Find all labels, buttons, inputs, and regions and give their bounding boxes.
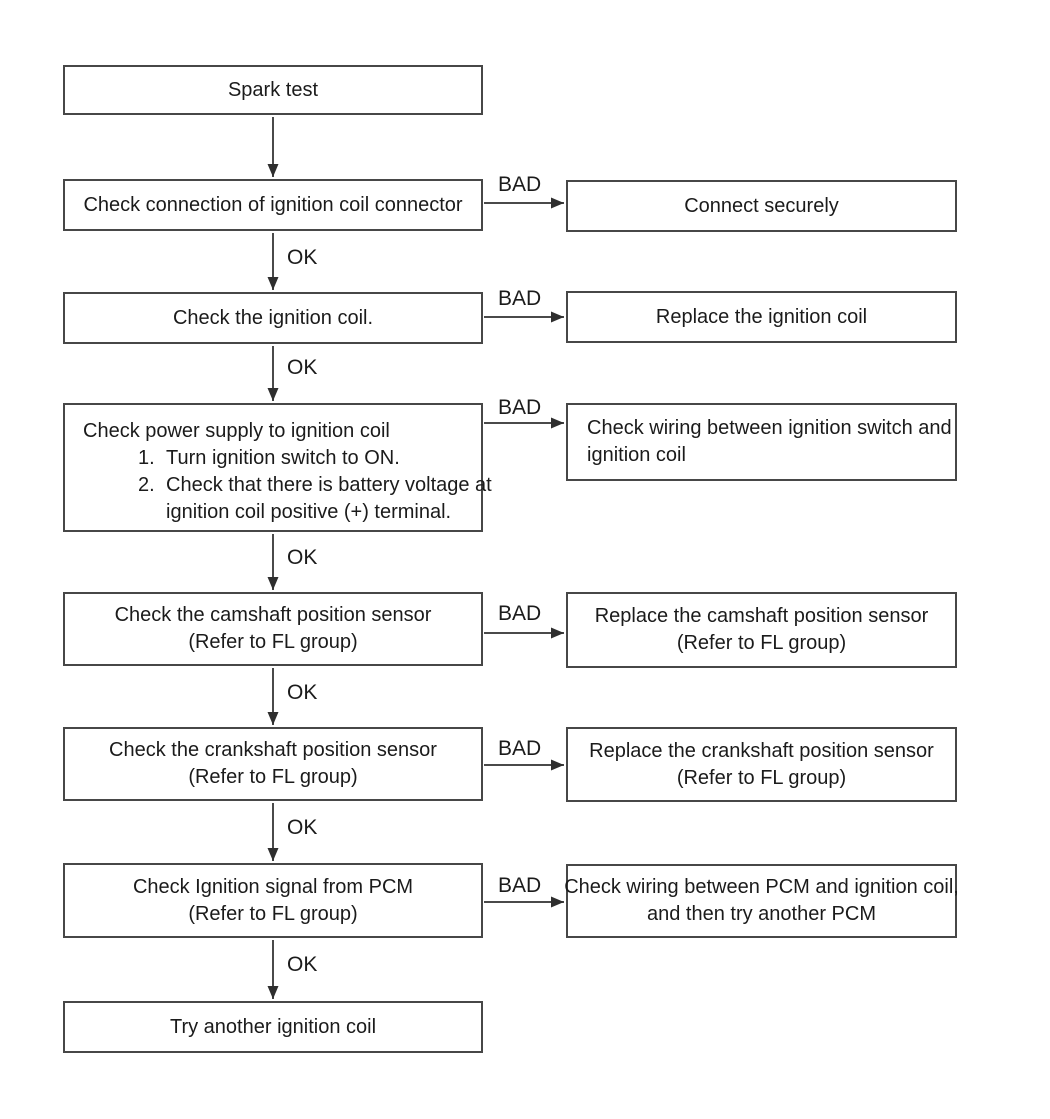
node-check-power-supply-heading: Check power supply to ignition coil bbox=[83, 420, 390, 442]
node-connect-securely-label: Connect securely bbox=[684, 194, 839, 217]
bad-label-5: BAD bbox=[498, 737, 542, 760]
bad-label-4: BAD bbox=[498, 602, 542, 625]
node-check-power-supply: Check power supply to ignition coil 1. T… bbox=[63, 403, 492, 532]
node-check-camshaft-sensor: Check the camshaft position sensor (Refe… bbox=[63, 592, 483, 666]
step-number: 2. bbox=[138, 474, 155, 496]
node-check-wiring-pcm: Check wiring between PCM and ignition co… bbox=[564, 864, 959, 938]
power-supply-step-1: 1. Turn ignition switch to ON. bbox=[138, 445, 499, 472]
ok-label-2: OK bbox=[287, 356, 318, 379]
node-check-ignition-signal-line1: Check Ignition signal from PCM bbox=[132, 875, 414, 898]
bad-label-1: BAD bbox=[498, 173, 542, 196]
node-check-camshaft-line1: Check the camshaft position sensor bbox=[114, 604, 432, 626]
node-try-another-coil-label: Try another ignition coil bbox=[169, 1015, 377, 1038]
power-supply-step-2: 2. Check that there is battery voltage a… bbox=[138, 472, 499, 526]
node-replace-crankshaft-sensor: Replace the crankshaft position sensor (… bbox=[566, 727, 957, 802]
bad-label-2: BAD bbox=[498, 287, 542, 310]
node-check-ignition-coil: Check the ignition coil. bbox=[63, 292, 483, 344]
node-try-another-coil: Try another ignition coil bbox=[63, 1001, 483, 1053]
node-check-connection: Check connection of ignition coil connec… bbox=[63, 179, 483, 231]
node-replace-ignition-coil-label: Replace the ignition coil bbox=[655, 305, 868, 328]
node-check-crankshaft-line1: Check the crankshaft position sensor bbox=[109, 739, 437, 761]
node-check-ignition-signal: Check Ignition signal from PCM (Refer to… bbox=[63, 863, 483, 938]
node-replace-crankshaft-line2: (Refer to FL group) bbox=[676, 766, 847, 789]
node-check-connection-label: Check connection of ignition coil connec… bbox=[83, 193, 463, 216]
node-spark-test-label: Spark test bbox=[227, 78, 319, 101]
node-replace-camshaft-line1: Replace the camshaft position sensor bbox=[594, 605, 929, 627]
step-number: 1. bbox=[138, 447, 155, 469]
node-check-crankshaft-line2: (Refer to FL group) bbox=[188, 766, 358, 788]
ok-label-4: OK bbox=[287, 681, 318, 704]
node-check-wiring-pcm-line2: and then try another PCM bbox=[646, 903, 876, 925]
step-text: Check that there is battery voltage at i… bbox=[166, 474, 492, 523]
node-replace-ignition-coil: Replace the ignition coil bbox=[566, 291, 957, 343]
bad-label-6: BAD bbox=[498, 874, 542, 897]
node-check-ignition-coil-label: Check the ignition coil. bbox=[172, 306, 374, 329]
node-replace-camshaft-sensor: Replace the camshaft position sensor (Re… bbox=[566, 592, 957, 668]
node-replace-crankshaft-line1: Replace the crankshaft position sensor bbox=[589, 739, 934, 762]
bad-label-3: BAD bbox=[498, 396, 542, 419]
node-check-crankshaft-sensor: Check the crankshaft position sensor (Re… bbox=[63, 727, 483, 801]
node-check-ignition-signal-line2: (Refer to FL group) bbox=[188, 902, 358, 925]
node-connect-securely: Connect securely bbox=[566, 180, 957, 232]
ok-label-6: OK bbox=[287, 953, 318, 976]
node-replace-camshaft-line2: (Refer to FL group) bbox=[676, 632, 847, 654]
ok-label-1: OK bbox=[287, 246, 318, 269]
ok-label-3: OK bbox=[287, 546, 318, 569]
node-check-wiring-switch-line2: ignition coil bbox=[587, 444, 686, 466]
node-check-camshaft-line2: (Refer to FL group) bbox=[188, 631, 358, 653]
node-check-wiring-switch-line1: Check wiring between ignition switch and bbox=[587, 417, 952, 439]
node-spark-test: Spark test bbox=[63, 65, 483, 115]
step-text: Turn ignition switch to ON. bbox=[166, 447, 400, 469]
ok-label-5: OK bbox=[287, 816, 318, 839]
node-check-wiring-pcm-line1: Check wiring between PCM and ignition co… bbox=[564, 876, 959, 898]
node-check-wiring-switch: Check wiring between ignition switch and… bbox=[566, 403, 957, 481]
